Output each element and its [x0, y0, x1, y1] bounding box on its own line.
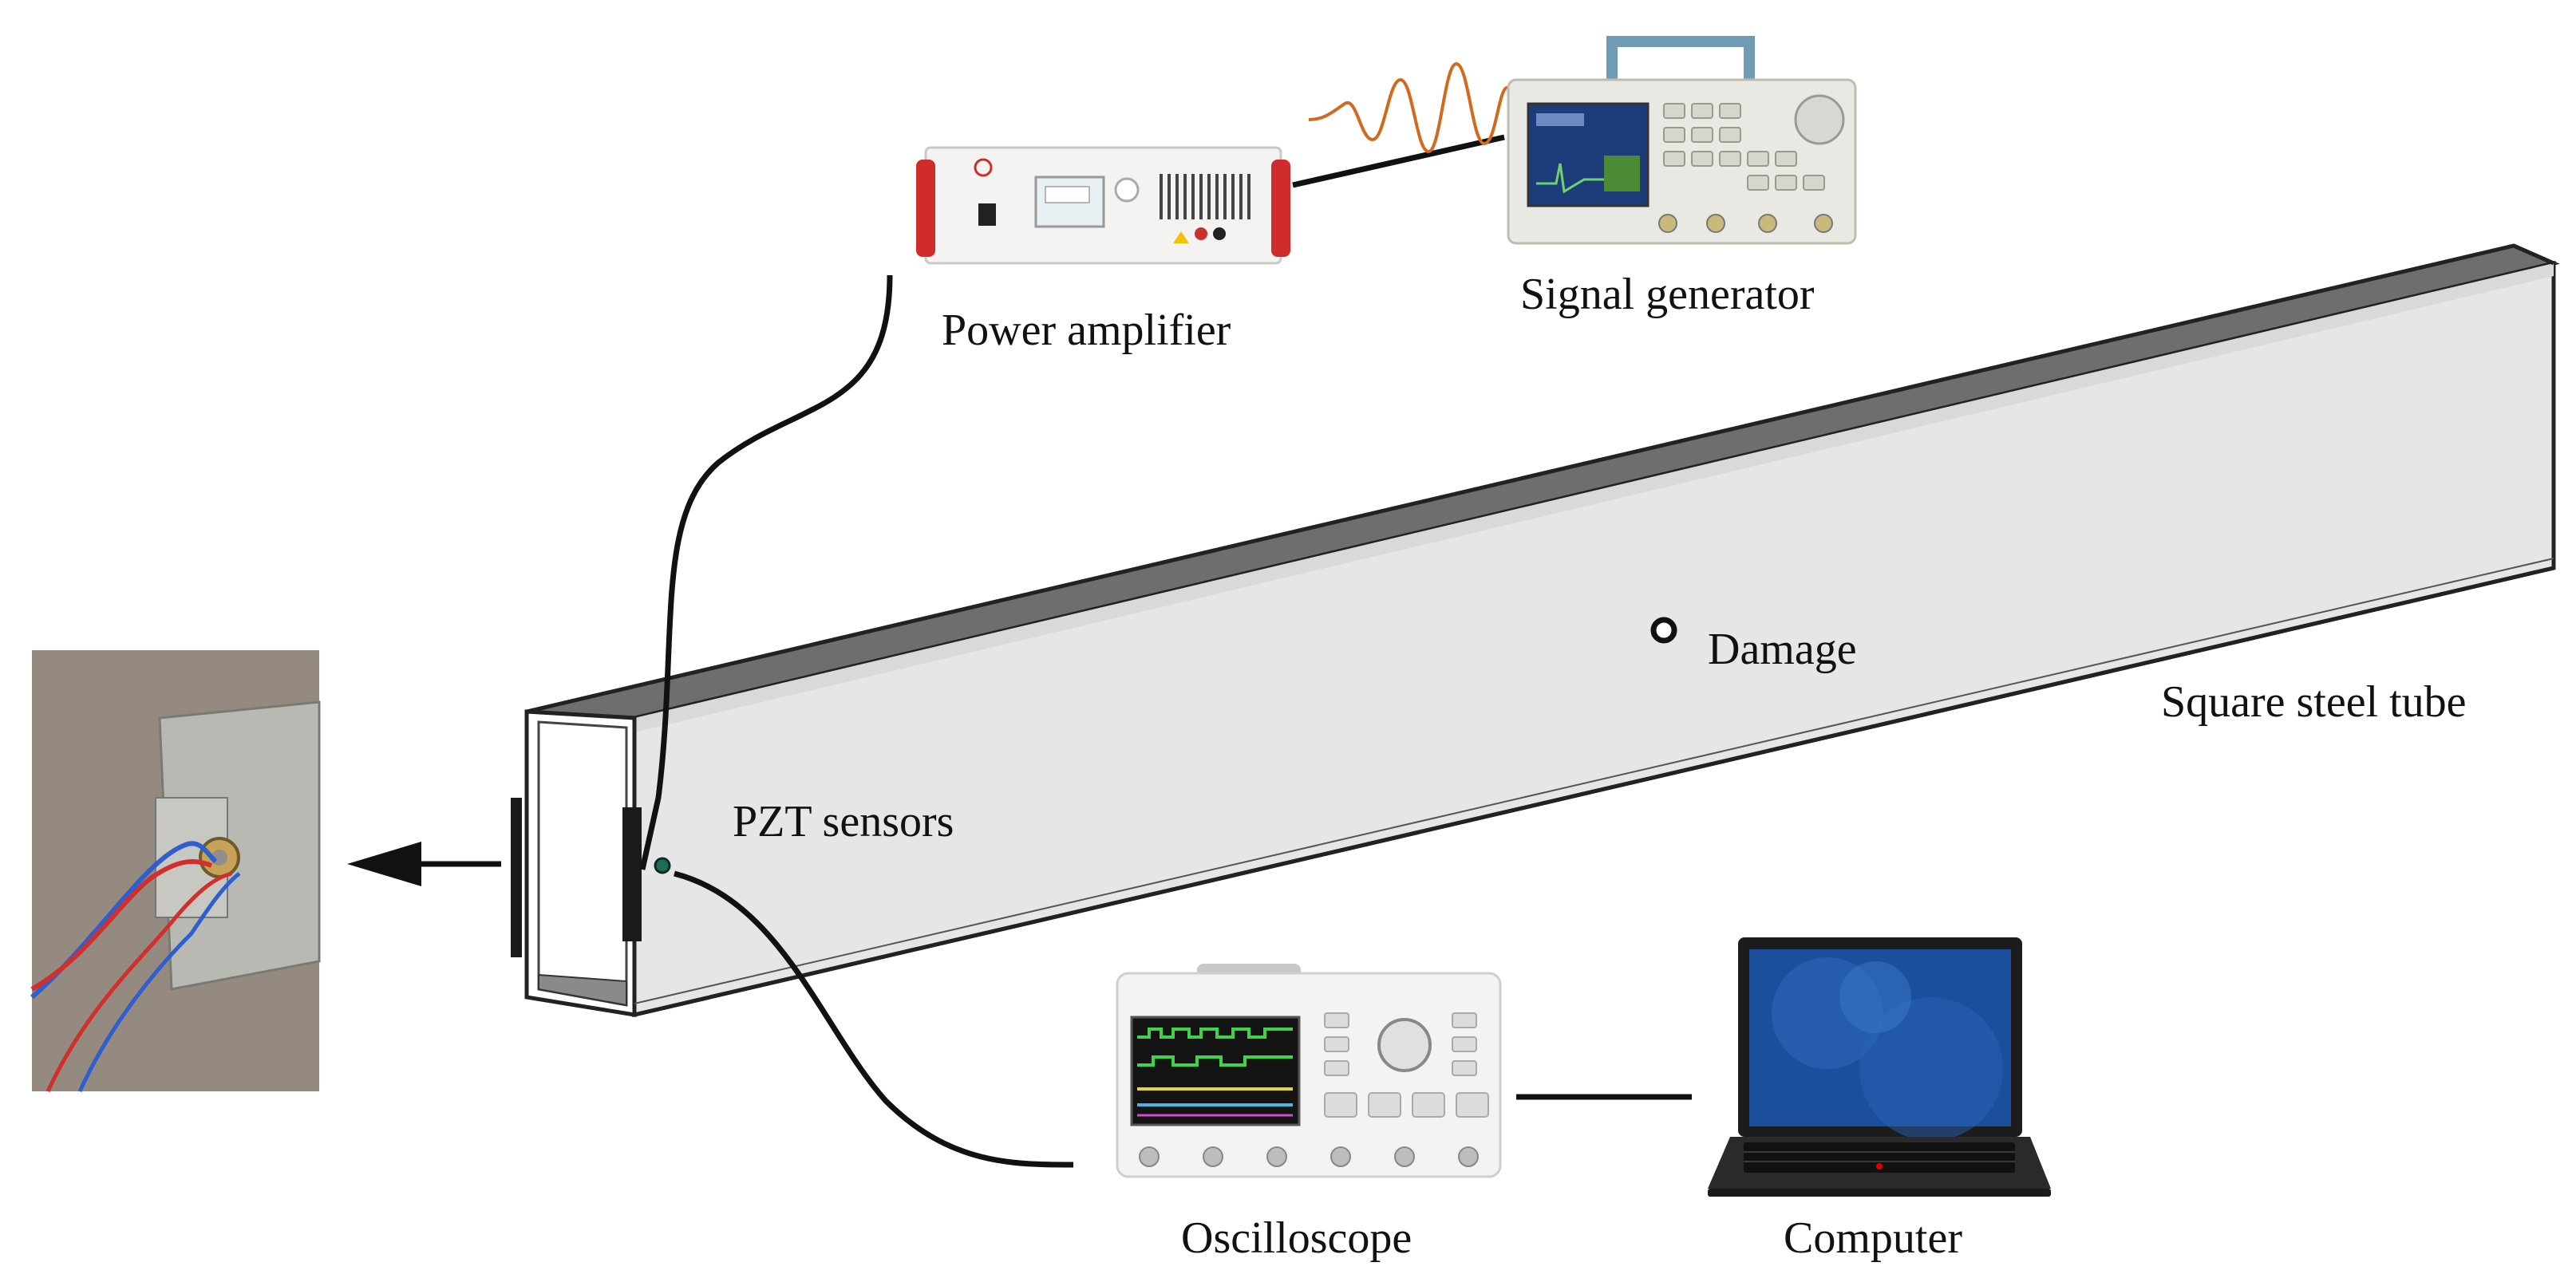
label-computer: Computer [1784, 1213, 1962, 1263]
damage-marker [1650, 617, 1677, 644]
power-amplifier-device [916, 146, 1290, 265]
pzt-patch-left [511, 798, 522, 957]
computer-device [1708, 937, 2051, 1197]
square-steel-tube [524, 243, 2560, 1018]
zoom-arrow [347, 842, 501, 886]
label-power-amplifier: Power amplifier [942, 306, 1231, 355]
tube-far-edge [2512, 243, 2555, 266]
tube-end-face [524, 709, 637, 1017]
cable-amplifier-to-sensor [639, 274, 893, 870]
tube-bottom-edge [634, 566, 2554, 1017]
label-pzt-sensors: PZT sensors [733, 797, 954, 846]
pzt-patch [622, 807, 642, 941]
label-signal-generator: Signal generator [1520, 270, 1815, 319]
tube-top-highlight [634, 263, 2554, 732]
cable-sensor-to-oscilloscope [674, 870, 1074, 1168]
label-oscilloscope: Oscilloscope [1181, 1213, 1412, 1263]
label-square-steel-tube: Square steel tube [2161, 677, 2467, 727]
pzt-close-up-photo [30, 650, 321, 1093]
label-damage: Damage [1708, 625, 1857, 674]
signal-generator-device [1507, 36, 1857, 245]
tube-lower-rim [634, 558, 2554, 1004]
oscilloscope-device [1116, 964, 1502, 1178]
pzt-sensor-dot [654, 857, 671, 874]
tube-end-bottom-inner [538, 973, 627, 1007]
cable-amplifier-to-generator [1292, 134, 1505, 188]
